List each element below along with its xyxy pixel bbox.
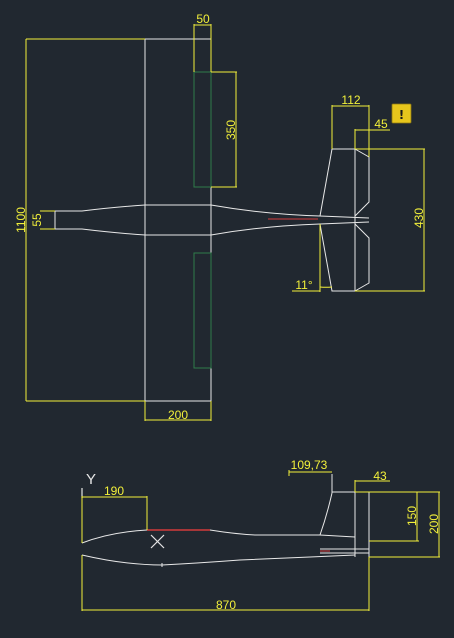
rudder-chord-dimension-label: 43: [373, 469, 387, 483]
span-dimension-label: 1100: [14, 207, 28, 233]
ucs-x-axis-icon: [150, 534, 165, 549]
stabilizer-chord-dimension-label: 112: [341, 93, 360, 107]
fin-height-dimension-label: 150: [405, 506, 419, 526]
side-view-dimension-lines: [81, 470, 440, 611]
aileron-width-dimension-label: 50: [196, 12, 210, 26]
elevator-chord-dimension-label: 45: [374, 117, 388, 131]
fuselage-outline: [54, 204, 321, 236]
aileron-length-dimension-label: 350: [224, 120, 238, 140]
fin-offset-dimension-label: 109,73: [291, 458, 328, 472]
sweep-angle-dimension-label: 11°: [295, 278, 312, 292]
ucs-y-label: Y: [86, 471, 96, 488]
fuselage-side-outline: [81, 474, 370, 567]
warning-icon[interactable]: !: [391, 103, 412, 124]
tail-height-dimension-label: 200: [427, 514, 441, 534]
fuselage-width-dimension-label: 55: [30, 213, 44, 227]
aileron-outline: [193, 71, 212, 369]
warning-glyph: !: [399, 108, 404, 122]
side-view: Y: [81, 458, 441, 612]
stabilizer-span-dimension-label: 430: [412, 208, 426, 228]
fuselage-length-dimension-label: 870: [216, 598, 236, 612]
root-chord-dimension-label: 200: [168, 408, 188, 422]
wing-position-dimension-label: 190: [104, 484, 124, 498]
top-view-dimension-lines: [25, 24, 425, 421]
top-view: 1100 55 200 50 350 112 45 430 11°: [14, 12, 426, 422]
